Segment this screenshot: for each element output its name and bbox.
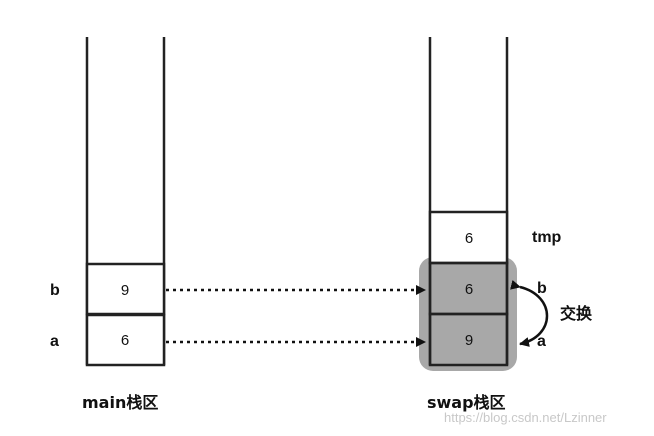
swap-label-a: a bbox=[537, 333, 546, 350]
swap-cell-tmp bbox=[428, 210, 509, 265]
main-label-b: b bbox=[50, 282, 60, 299]
swap-tmp-value: 6 bbox=[465, 230, 473, 247]
main-label-a: a bbox=[50, 333, 59, 350]
main-cell-b-value: 9 bbox=[121, 282, 129, 299]
main-cell-a-value: 6 bbox=[121, 332, 129, 349]
swap-stack-title: swap栈区 bbox=[427, 393, 506, 412]
main-cell-a bbox=[85, 313, 166, 367]
swap-cell-b-value: 6 bbox=[465, 281, 473, 298]
swap-arrow bbox=[510, 279, 549, 347]
main-stack-title: main栈区 bbox=[82, 393, 158, 412]
swap-label-tmp: tmp bbox=[532, 229, 562, 246]
main-cell-b bbox=[85, 262, 166, 316]
swap-cell-a bbox=[428, 312, 509, 367]
swap-label: 交换 bbox=[560, 304, 593, 323]
watermark-text: https://blog.csdn.net/Lzinner bbox=[444, 410, 607, 425]
swap-label-b: b bbox=[537, 280, 547, 297]
swap-cell-a-value: 9 bbox=[465, 332, 473, 349]
swap-stack: 6 6 9 tmp b a swap栈区 bbox=[419, 37, 562, 412]
main-stack: 9 6 b a main栈区 bbox=[50, 37, 166, 412]
